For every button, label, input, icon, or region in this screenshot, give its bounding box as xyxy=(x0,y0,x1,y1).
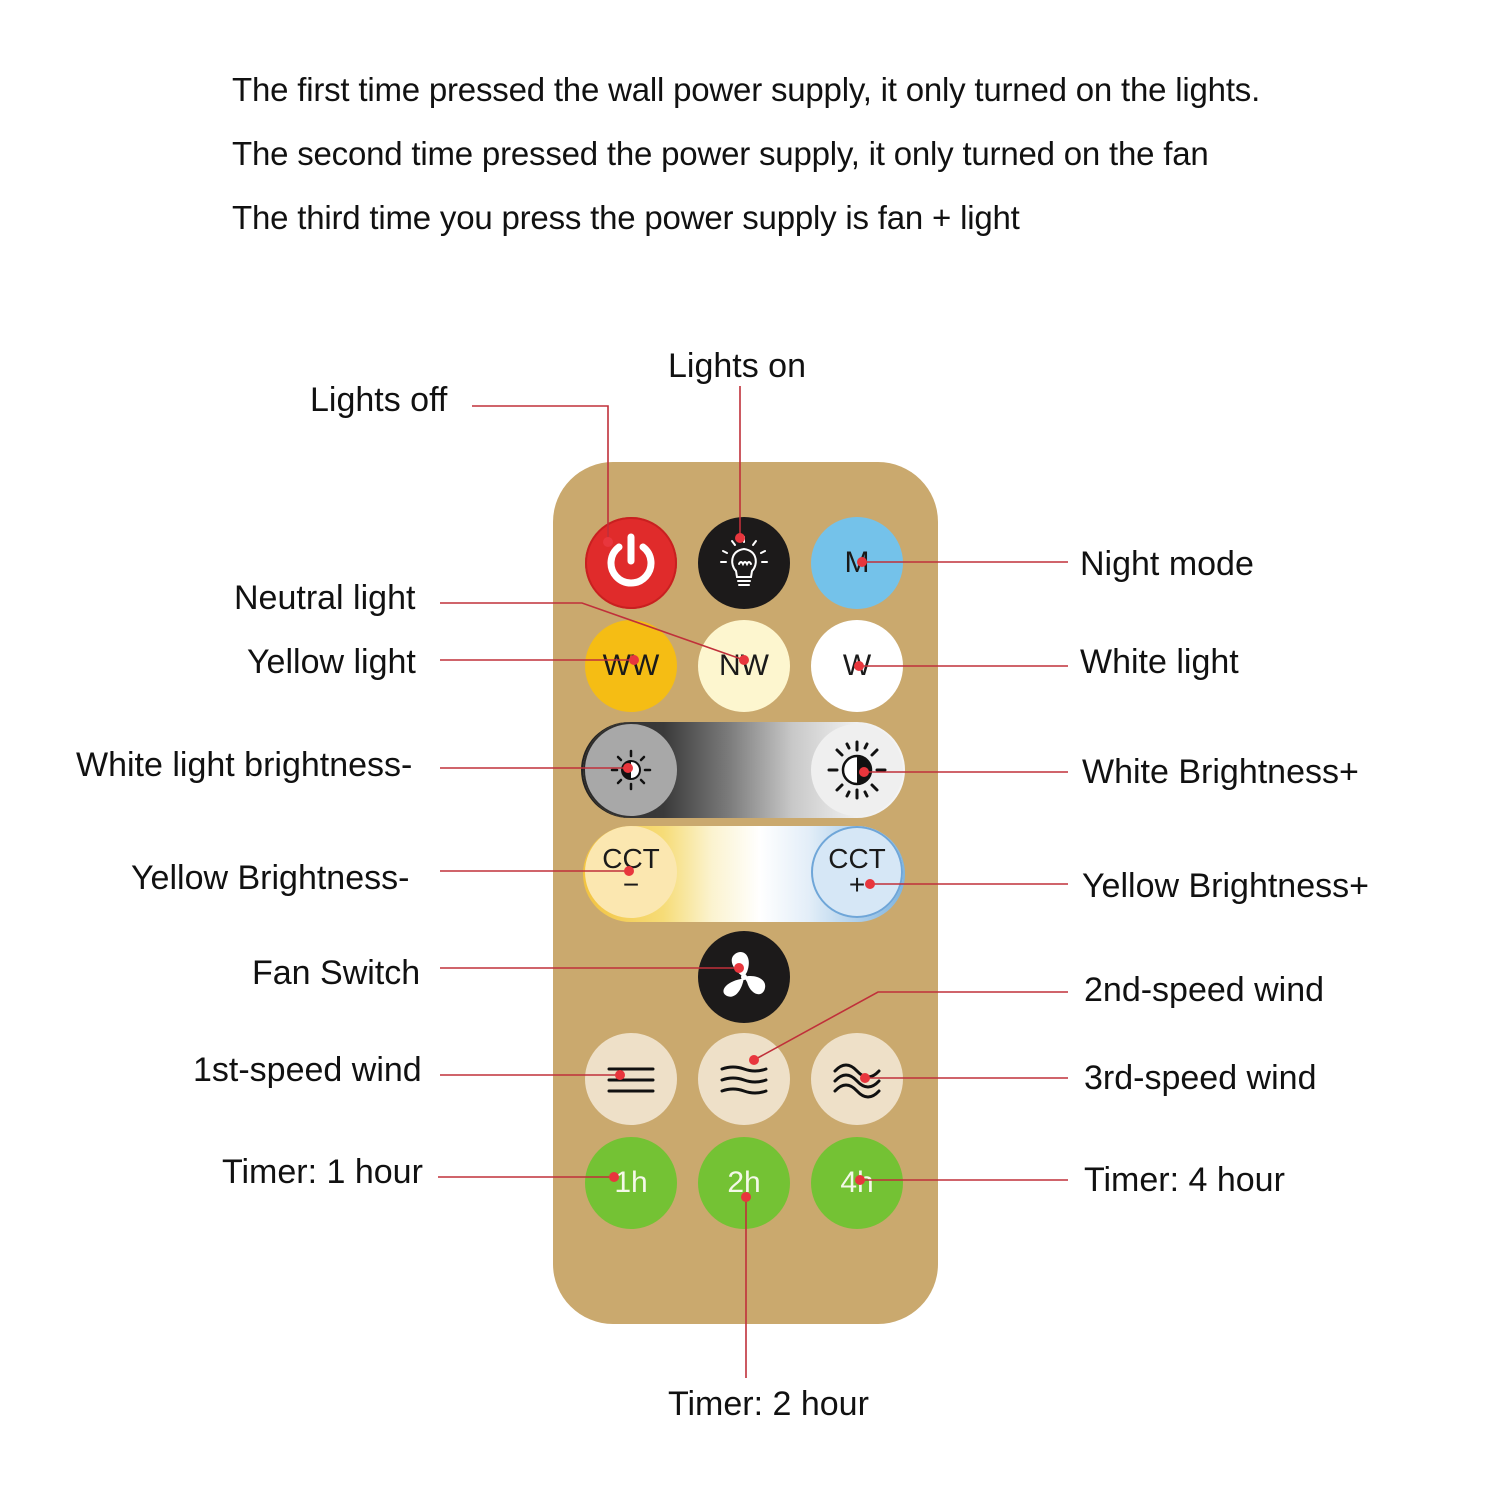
brightness-high-icon xyxy=(827,740,887,800)
label-yellow-brightness-minus: Yellow Brightness- xyxy=(131,859,410,897)
yellow-light-button-text: WW xyxy=(602,649,660,682)
timer-2h-text: 2h xyxy=(727,1166,761,1199)
intro-line-1: The first time pressed the wall power su… xyxy=(232,71,1261,108)
wind-speed-3-icon xyxy=(833,1063,881,1099)
label-yellow-brightness-plus: Yellow Brightness+ xyxy=(1082,867,1369,905)
night-mode-button-text: M xyxy=(844,546,870,579)
yellow-light-button[interactable]: WW xyxy=(585,620,677,712)
label-fan-switch: Fan Switch xyxy=(252,954,421,992)
timer-2h-button[interactable]: 2h xyxy=(698,1137,790,1229)
power-icon xyxy=(607,533,655,587)
intro-line-2: The second time pressed the power supply… xyxy=(232,135,1209,172)
cct-plus-text: CCT xyxy=(828,843,886,874)
label-speed-3: 3rd-speed wind xyxy=(1084,1059,1317,1097)
cct-plus-button[interactable]: CCT + xyxy=(811,826,903,918)
timer-4h-text: 4h xyxy=(840,1166,874,1199)
night-mode-button[interactable]: M xyxy=(811,517,903,609)
label-timer-1h: Timer: 1 hour xyxy=(222,1153,423,1191)
speed-2-button[interactable] xyxy=(698,1033,790,1125)
label-white-light: White light xyxy=(1080,643,1239,681)
brightness-low-icon xyxy=(610,749,652,791)
power-button[interactable] xyxy=(585,517,677,609)
label-night-mode: Night mode xyxy=(1080,545,1254,583)
label-speed-2: 2nd-speed wind xyxy=(1084,971,1325,1009)
intro-line-3: The third time you press the power suppl… xyxy=(232,199,1020,236)
white-light-button[interactable]: W xyxy=(811,620,903,712)
fan-switch-button[interactable] xyxy=(698,931,790,1023)
wind-speed-2-icon xyxy=(720,1065,768,1095)
lightbulb-icon xyxy=(720,536,768,586)
fan-icon xyxy=(723,952,766,997)
wind-speed-1-icon xyxy=(607,1067,655,1093)
neutral-light-button-text: NW xyxy=(719,649,769,682)
timer-1h-text: 1h xyxy=(614,1166,648,1199)
label-speed-1: 1st-speed wind xyxy=(193,1051,422,1089)
cct-minus-button[interactable]: CCT − xyxy=(585,826,677,918)
label-neutral-light: Neutral light xyxy=(234,579,416,617)
white-brightness-plus-button[interactable] xyxy=(811,724,903,816)
white-light-button-text: W xyxy=(842,649,872,682)
speed-3-button[interactable] xyxy=(811,1033,903,1125)
speed-1-button[interactable] xyxy=(585,1033,677,1125)
label-lights-on: Lights on xyxy=(668,347,806,385)
cct-minus-sign: − xyxy=(622,869,640,900)
label-yellow-light: Yellow light xyxy=(247,643,416,681)
timer-1h-button[interactable]: 1h xyxy=(585,1137,677,1229)
label-timer-2h: Timer: 2 hour xyxy=(668,1385,869,1423)
white-brightness-minus-button[interactable] xyxy=(585,724,677,816)
label-timer-4h: Timer: 4 hour xyxy=(1084,1161,1285,1199)
cct-plus-sign: + xyxy=(848,869,866,900)
neutral-light-button[interactable]: NW xyxy=(698,620,790,712)
lights-on-button[interactable] xyxy=(698,517,790,609)
label-lights-off: Lights off xyxy=(310,381,448,419)
label-white-light-brightness-minus: White light brightness- xyxy=(76,746,413,784)
timer-4h-button[interactable]: 4h xyxy=(811,1137,903,1229)
label-white-brightness-plus: White Brightness+ xyxy=(1082,753,1359,791)
